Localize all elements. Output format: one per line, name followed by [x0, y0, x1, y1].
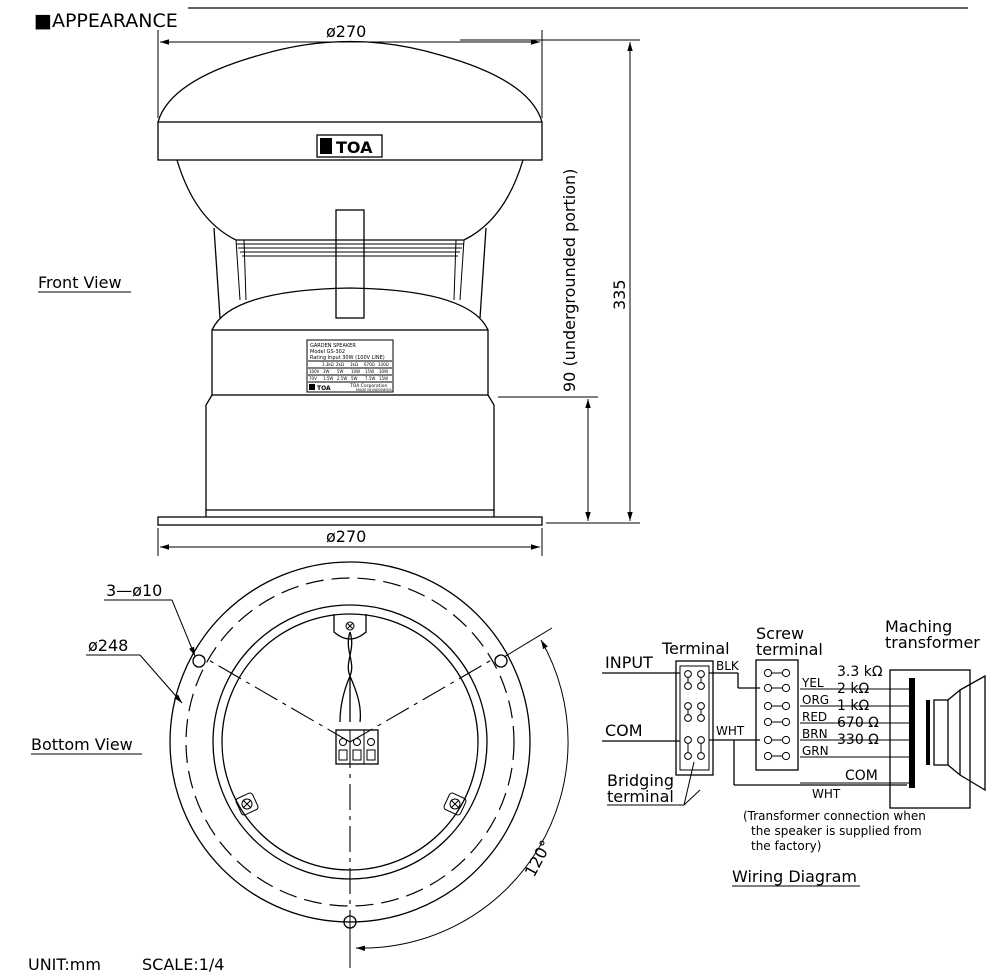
- dim-underground: 90 (undergrounded portion): [560, 169, 579, 392]
- nameplate-70v-cell: 70V: [309, 376, 317, 381]
- terminal-screw: [684, 736, 692, 744]
- nameplate-70v-cell: 5W: [351, 376, 358, 381]
- terminal-screw: [697, 736, 705, 744]
- nameplate-impedance-cell: 670Ω: [364, 362, 375, 367]
- nameplate-100v-cell: 15W: [365, 369, 374, 374]
- dim-bottom-diameter: ø270: [326, 527, 366, 546]
- wire-wht-mid: WHT: [716, 724, 745, 738]
- screw-terminal-label-2: terminal: [756, 640, 823, 659]
- terminal-screw: [697, 670, 705, 678]
- transformer-label-2: transformer: [885, 633, 980, 652]
- svg-text:GARDEN SPEAKER: GARDEN SPEAKER: [310, 343, 356, 349]
- angle-arc: [355, 639, 569, 951]
- screw-terminal-contact: [781, 735, 791, 745]
- dim-top-diameter: ø270: [326, 22, 366, 41]
- note-line-2: the speaker is supplied from: [751, 824, 922, 838]
- nameplate-impedance-cell: 2kΩ: [336, 362, 344, 367]
- screw-terminal-contact: [763, 701, 773, 711]
- nameplate-100v-cell: 100V: [309, 369, 320, 374]
- screw-terminal-contact: [781, 683, 791, 693]
- nameplate-100v-cell: 30W: [379, 369, 388, 374]
- nameplate-impedance-cell: 330Ω: [378, 362, 389, 367]
- screw-terminal-contact: [781, 701, 791, 711]
- svg-text:Model GS-302: Model GS-302: [310, 349, 345, 355]
- tap-value-label: 3.3 kΩ: [837, 664, 883, 680]
- svg-text:TOA: TOA: [317, 385, 331, 392]
- terminal-screw: [684, 752, 692, 760]
- nameplate-impedance-cell: 3.3kΩ: [322, 362, 334, 367]
- dim-height: 335: [610, 279, 629, 310]
- transformer-box: [889, 669, 971, 809]
- terminal-screw: [697, 714, 705, 722]
- terminal-screw: [684, 682, 692, 690]
- nameplate-impedance-cell: 1kΩ: [350, 362, 358, 367]
- terminal-screw: [697, 752, 705, 760]
- com-label: COM: [605, 721, 643, 740]
- tap-value-label: 670 Ω: [837, 715, 879, 731]
- nameplate-70v-cell: 2.5W: [337, 376, 347, 381]
- unit-label: UNIT:mm: [28, 955, 101, 974]
- screw-terminal-contact: [781, 751, 791, 761]
- terminal-screw: [684, 670, 692, 678]
- screw-terminal-contact: [763, 683, 773, 693]
- screw-terminal-contact: [763, 717, 773, 727]
- nameplate-70v-cell: 1.5W: [323, 376, 333, 381]
- terminal-screw: [697, 702, 705, 710]
- svg-text:MADE IN INDONESIA: MADE IN INDONESIA: [356, 388, 392, 392]
- wire-blk: BLK: [716, 659, 740, 673]
- tap-value-label: 330 Ω: [837, 732, 879, 748]
- svg-text:TOA Corporation: TOA Corporation: [349, 383, 387, 389]
- nameplate-100v-cell: 3W: [323, 369, 330, 374]
- nameplate: GARDEN SPEAKER Model GS-302 Rating Input…: [306, 339, 394, 393]
- screw-terminal-contact: [763, 668, 773, 678]
- bridging-label-1: Bridging: [607, 771, 674, 790]
- tap-color-label: RED: [802, 710, 827, 724]
- bridging-label-2: terminal: [607, 787, 674, 806]
- dim-holes: 3—ø10: [106, 581, 162, 600]
- front-view-drawing: TOA: [157, 40, 543, 526]
- terminal-label: Terminal: [661, 639, 730, 658]
- nameplate-70v-cell: 7.5W: [365, 376, 375, 381]
- tap-value-label: 1 kΩ: [837, 698, 869, 714]
- screw-terminal-contact: [763, 735, 773, 745]
- wiring-caption: Wiring Diagram: [732, 867, 857, 886]
- screw-terminal-contact: [781, 717, 791, 727]
- wiring-diagram: Terminal Screw terminal Maching transfor…: [602, 617, 986, 887]
- note-line-3: the factory): [751, 839, 821, 853]
- nameplate-100v-cell: 10W: [351, 369, 360, 374]
- screw-terminal-contact: [763, 751, 773, 761]
- svg-text:Rating Input 30W (100V LINE: Rating Input 30W (100V LINE): [310, 355, 385, 361]
- nameplate-100v-cell: 5W: [337, 369, 344, 374]
- terminal-screw: [684, 702, 692, 710]
- tap-color-label: GRN: [802, 744, 829, 758]
- bottom-view-drawing: [169, 561, 531, 930]
- input-label: INPUT: [605, 653, 653, 672]
- screw-terminal-contact: [781, 668, 791, 678]
- scale-label: SCALE:1/4: [142, 955, 224, 974]
- dim-pcd: ø248: [88, 636, 128, 655]
- tap-value-label: 2 kΩ: [837, 681, 869, 697]
- tap-color-label: YEL: [801, 676, 824, 690]
- terminal-screw: [684, 714, 692, 722]
- front-view-label: Front View: [38, 273, 122, 292]
- wire-wht-bottom: WHT: [812, 787, 841, 801]
- angle-label: 120°: [521, 837, 556, 880]
- screw-terminal-label-1: Screw: [756, 624, 804, 643]
- section-title: ■APPEARANCE: [34, 10, 178, 32]
- nameplate-70v-cell: 15W: [379, 376, 388, 381]
- logo-text: TOA: [336, 138, 373, 157]
- tap-color-label: BRN: [802, 727, 828, 741]
- bottom-view-label: Bottom View: [31, 735, 133, 754]
- com-tap-label: COM: [845, 768, 878, 784]
- terminal-screw: [697, 682, 705, 690]
- transformer-label-1: Maching: [885, 617, 952, 636]
- tap-color-label: ORG: [802, 693, 829, 707]
- note-line-1: (Transformer connection when: [743, 809, 926, 823]
